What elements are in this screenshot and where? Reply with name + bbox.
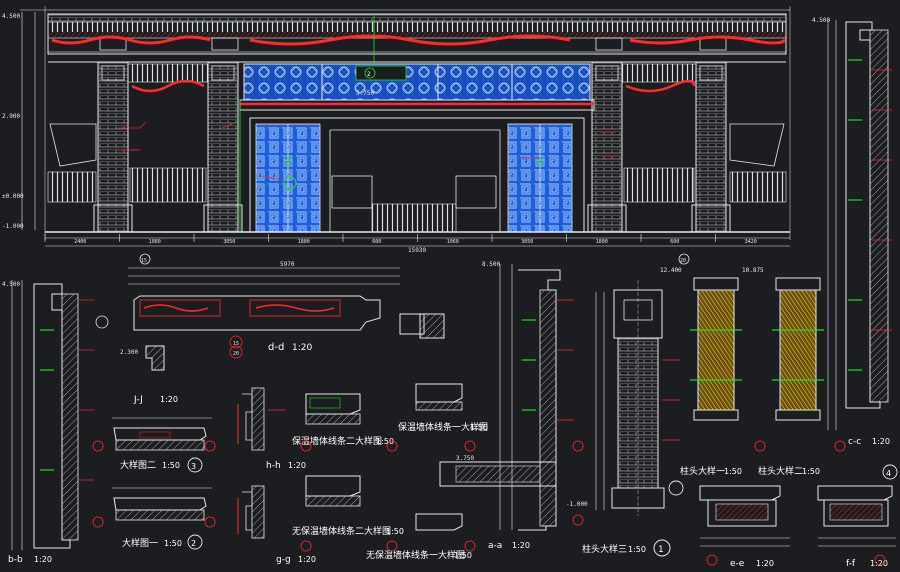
detail-wall-line-1: 保温墙体线条一大样图 1:50 xyxy=(398,383,488,433)
section-a-a: 8.500 3.750 -1.000 a-a 1:20 xyxy=(439,261,588,551)
dim-label: 1080 xyxy=(149,239,161,245)
column-1 xyxy=(93,61,133,233)
detail-nowall-line-2: 无保温墙体线条二大样图 1:50 xyxy=(292,475,404,537)
center-callout-tag: 2 xyxy=(367,71,371,78)
detail-nowall-line-1: 无保温墙体线条一大样图 1:50 xyxy=(366,513,472,561)
gg-scale: 1:20 xyxy=(298,555,316,564)
aa-elev-mid: 3.750 xyxy=(456,455,474,462)
col1-elev: 12.400 xyxy=(660,267,682,274)
dim-label: 600 xyxy=(372,239,381,245)
bottom-dimension-row: 2400 1080 3050 1800 600 1060 3050 1800 600 3420 xyxy=(44,234,757,245)
ee-label: e-e xyxy=(730,559,745,569)
big1-label: 大样图一 xyxy=(122,537,158,549)
red-callout-markers xyxy=(92,440,886,566)
column-2 xyxy=(203,61,243,233)
hh-label: h-h xyxy=(266,461,281,471)
dd-axis-b: 20 xyxy=(233,351,239,357)
detail-big2: 大样图二 1:50 3 xyxy=(112,417,212,473)
bb-label: b-b xyxy=(8,555,23,565)
axis-label-left: 15 xyxy=(141,258,147,264)
ff-scale: 1:20 xyxy=(870,559,888,568)
col1-scale: 1:50 xyxy=(724,467,742,476)
column-4 xyxy=(691,61,731,233)
dd-label: d-d xyxy=(268,342,284,353)
col2-scale: 1:50 xyxy=(802,467,820,476)
detail-big1: 大样图一 1:50 2 xyxy=(112,487,212,550)
detail-wall-line-2: 保温墙体线条二大样图 1:50 xyxy=(292,393,394,447)
elev-label-top: 4.500 xyxy=(2,13,20,20)
aa-scale: 1:20 xyxy=(512,541,530,550)
plan-d-d: 5970 15 20 d-d 1:20 2.300 J-J 1:20 xyxy=(95,261,445,405)
column-head-2: 10.875 柱头大样二 1:50 xyxy=(742,267,824,477)
nowall2-scale: 1:50 xyxy=(386,527,404,536)
center-elev: 3.750 xyxy=(356,90,374,97)
dim-label: 1060 xyxy=(447,239,459,245)
wall1-scale: 1:50 xyxy=(470,423,488,432)
col2-elev: 10.875 xyxy=(742,267,764,274)
ff-num: 4 xyxy=(886,469,891,478)
section-e-e: e-e 1:20 xyxy=(668,480,790,569)
col1-label: 柱头大样一 xyxy=(680,465,725,477)
column-3 xyxy=(587,61,627,233)
column-head-1: 12.400 柱头大样一 1:50 xyxy=(660,267,742,477)
nowall2-label: 无保温墙体线条二大样图 xyxy=(292,525,391,537)
cc-label: c-c xyxy=(848,437,861,447)
section-f-f: 4 f-f 1:20 xyxy=(817,464,898,569)
col3-label: 柱头大样三 xyxy=(582,543,627,555)
elev-label-2: 2.900 xyxy=(2,113,20,120)
nowall1-label: 无保温墙体线条一大样图 xyxy=(366,549,465,561)
big1-num: 2 xyxy=(191,539,196,548)
col3-scale: 1:50 xyxy=(628,545,646,554)
wall1-label: 保温墙体线条一大样图 xyxy=(398,421,488,433)
elev-label-4: -1.000 xyxy=(2,223,24,230)
main-elevation: 4.500 2.900 ±0.000 -1.000 xyxy=(2,6,791,265)
bb-scale: 1:20 xyxy=(34,555,52,564)
aa-label: a-a xyxy=(488,541,502,551)
jj-elev: 2.300 xyxy=(120,349,138,356)
dim-label: 1800 xyxy=(298,239,310,245)
detail-g-g: g-g 1:20 xyxy=(237,485,316,565)
big1-scale: 1:50 xyxy=(164,539,182,548)
jj-label: J-J xyxy=(133,395,143,405)
dim-label: 1800 xyxy=(596,239,608,245)
section-c-c: 4.500 c-c 1:20 xyxy=(812,17,892,447)
big2-label: 大样图二 xyxy=(120,459,156,471)
dim-label: 600 xyxy=(670,239,679,245)
cc-scale: 1:20 xyxy=(872,437,890,446)
left-elevation-marks: 4.500 2.900 ±0.000 -1.000 xyxy=(2,13,24,230)
big2-scale: 1:50 xyxy=(162,461,180,470)
gg-label: g-g xyxy=(276,555,291,565)
dd-scale: 1:20 xyxy=(292,343,312,353)
dd-axis-a: 15 xyxy=(233,341,239,347)
nowall1-scale: 1:50 xyxy=(454,551,472,560)
ff-label: f-f xyxy=(846,559,856,569)
section-b-b: 4.500 b-b 1:20 xyxy=(2,280,94,565)
cc-top-elev: 4.500 xyxy=(812,17,830,24)
col2-label: 柱头大样二 xyxy=(758,465,803,477)
aa-elev-bot: -1.000 xyxy=(566,501,588,508)
dim-label: 3420 xyxy=(745,239,757,245)
dd-top-dim: 5970 xyxy=(280,261,295,268)
axis-label-right: 20 xyxy=(680,258,686,264)
detail-h-h: h-h 1:20 xyxy=(237,387,306,471)
main-width-dim: 15930 xyxy=(408,247,426,254)
aa-elev-top: 8.500 xyxy=(482,261,500,268)
dim-label: 2400 xyxy=(74,239,86,245)
elev-label-3: ±0.000 xyxy=(2,193,24,200)
ee-scale: 1:20 xyxy=(756,559,774,568)
big2-num: 3 xyxy=(191,462,196,471)
dim-label: 3050 xyxy=(521,239,533,245)
wall2-scale: 1:50 xyxy=(376,437,394,446)
col3-num: 1 xyxy=(658,545,664,555)
wall2-label: 保温墙体线条二大样图 xyxy=(292,435,382,447)
bb-elev: 4.500 xyxy=(2,281,20,288)
jj-scale: 1:20 xyxy=(160,395,178,404)
hh-scale: 1:20 xyxy=(288,461,306,470)
column-head-3: 柱头大样三 1:50 1 xyxy=(582,280,680,557)
dim-label: 3050 xyxy=(223,239,235,245)
